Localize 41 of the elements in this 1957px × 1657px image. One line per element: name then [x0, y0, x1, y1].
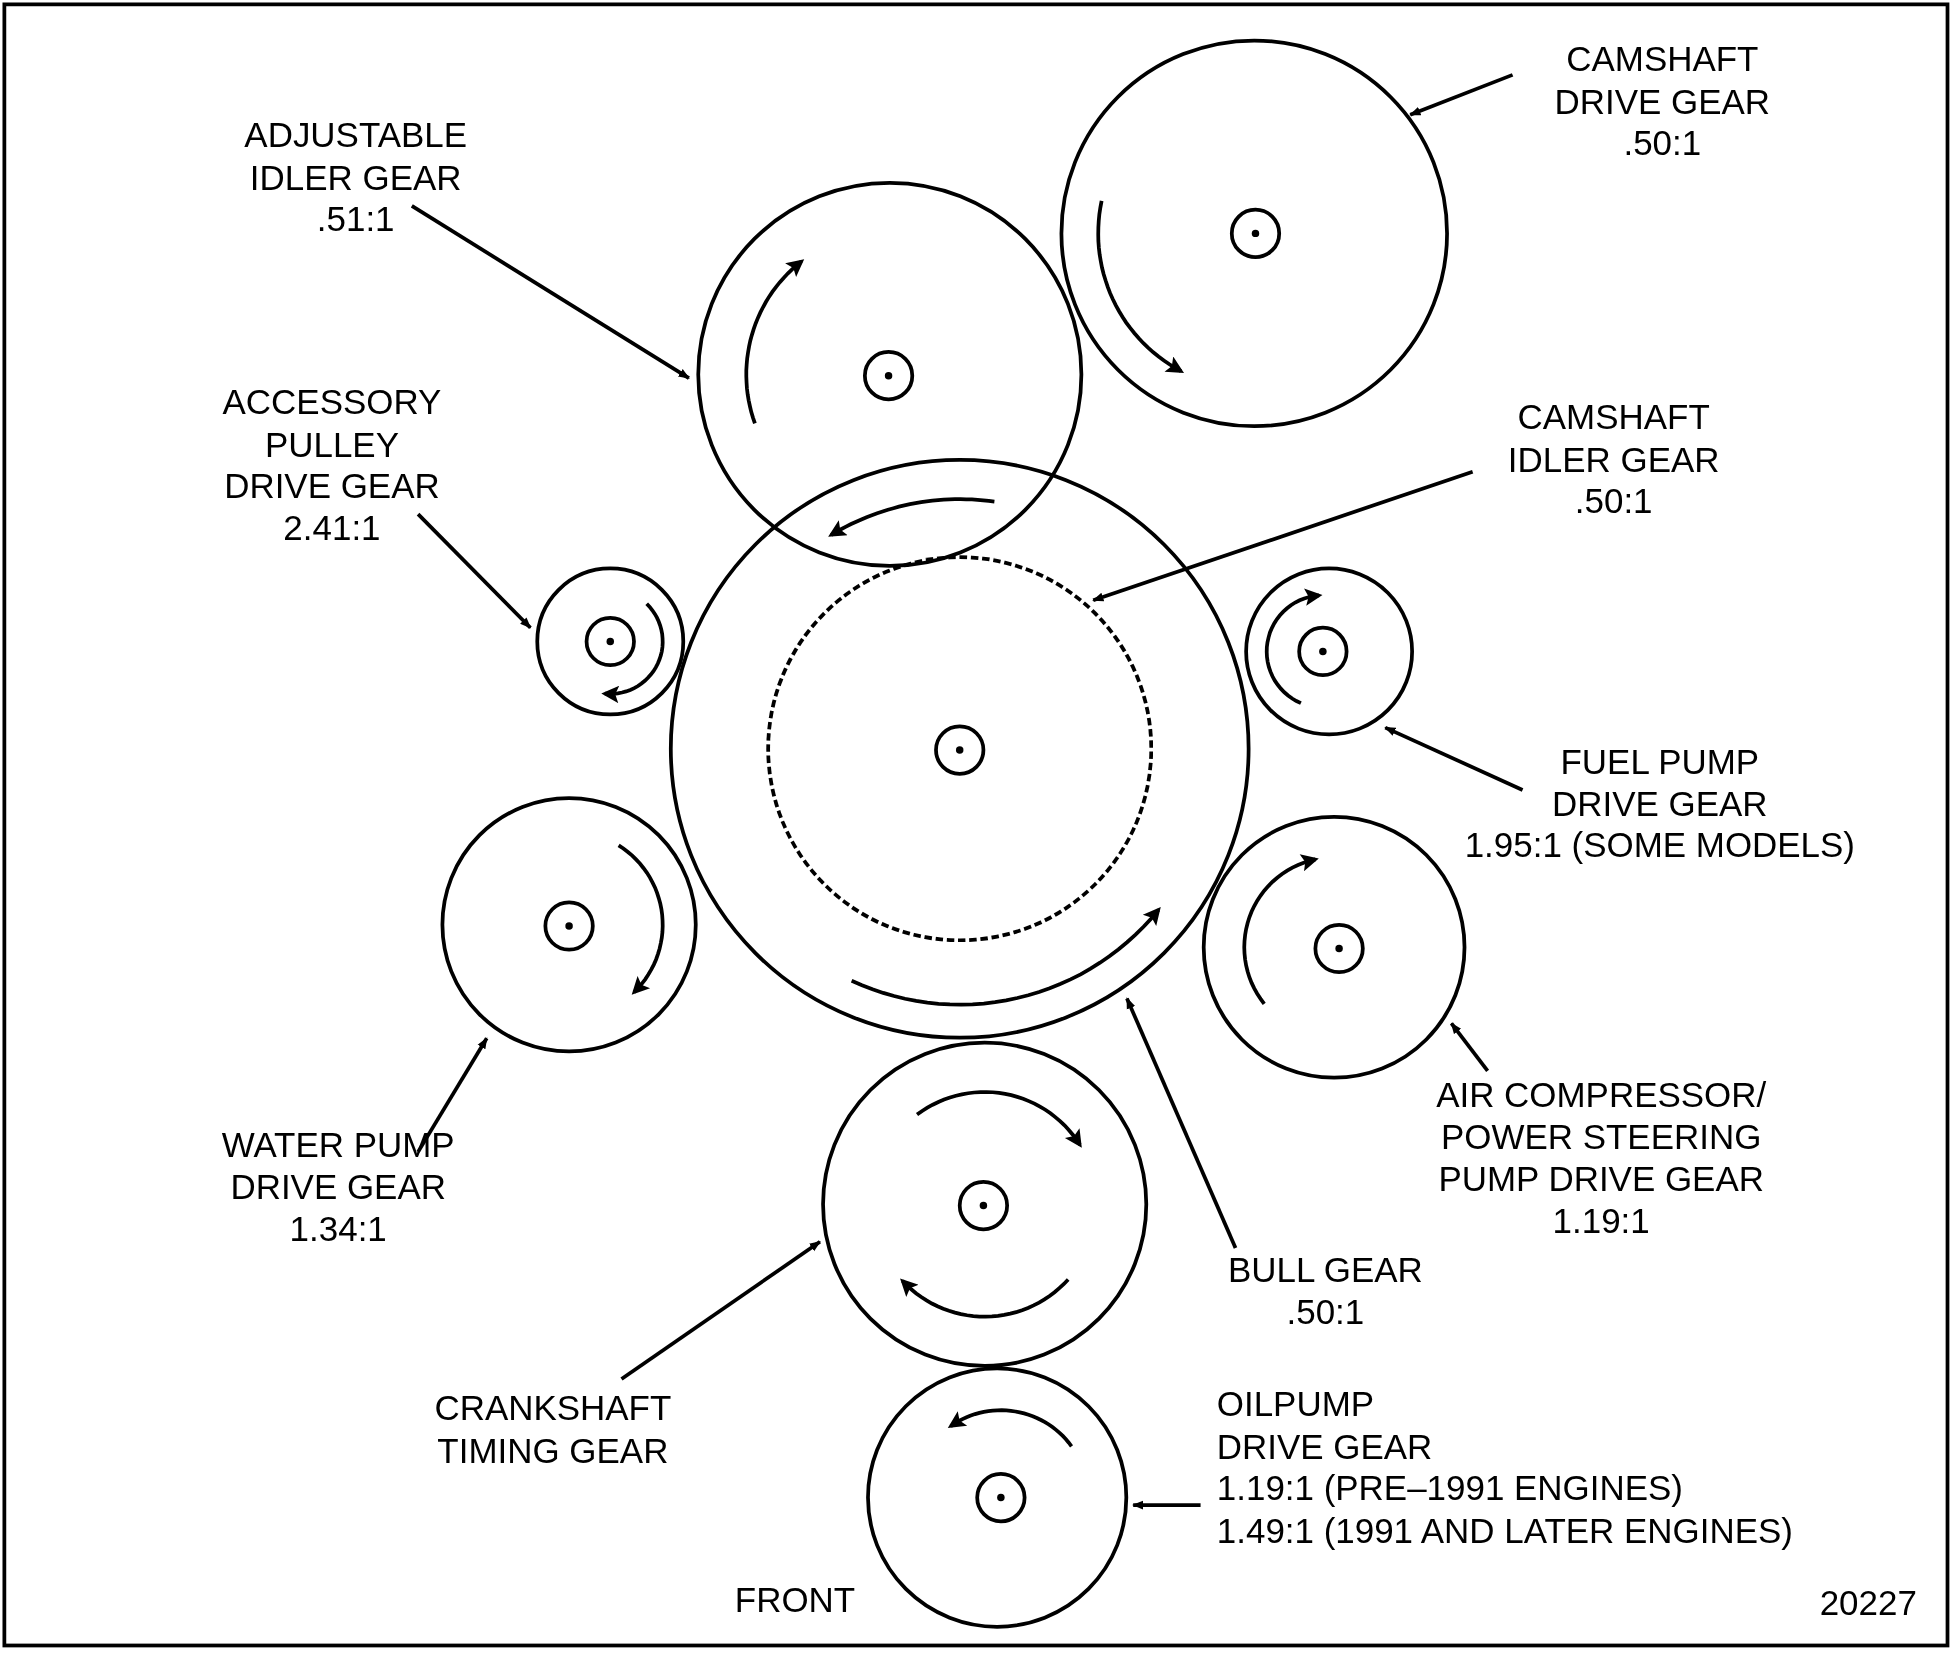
gear-label: 1.95:1 (SOME MODELS)	[1464, 825, 1855, 867]
hidden-gear	[766, 555, 1154, 943]
leader-line	[416, 512, 532, 630]
gear	[696, 180, 1084, 568]
leader-line	[620, 1240, 821, 1381]
gear	[866, 1366, 1129, 1629]
gear	[668, 458, 1251, 1040]
gear	[821, 1040, 1149, 1368]
gear-label: OILPUMP DRIVE GEAR	[1216, 1384, 1434, 1468]
gear-label: BULL GEAR	[1227, 1249, 1423, 1292]
gear-label: CAMSHAFT DRIVE GEAR	[1553, 38, 1772, 123]
gear-label: ADJUSTABLE IDLER GEAR	[243, 115, 468, 199]
gear-label: FUEL PUMP DRIVE GEAR	[1551, 741, 1769, 825]
gear-label: 1.19:1 (PRE–1991 ENGINES)	[1216, 1467, 1683, 1510]
leader-line	[1409, 73, 1514, 117]
gear-label: .50:1	[1286, 1291, 1365, 1333]
gear-label: AIR COMPRESSOR/ POWER STEERING PUMP DRIVE GEAR	[1435, 1074, 1768, 1200]
gear-label: CAMSHAFT IDLER GEAR	[1506, 397, 1721, 481]
leader-line	[1449, 1022, 1490, 1072]
gear-label: CRANKSHAFT TIMING GEAR	[433, 1388, 673, 1472]
gear-label: WATER PUMP DRIVE GEAR	[220, 1124, 456, 1209]
gear	[1244, 566, 1414, 737]
gear-label: .50:1	[1623, 122, 1702, 165]
gear-label: 1.34:1	[289, 1208, 387, 1250]
figure-number: 20227	[1818, 1582, 1918, 1625]
leader-line	[1125, 997, 1238, 1249]
gear-label: .51:1	[316, 198, 395, 241]
gear-label: 2.41:1	[283, 507, 381, 550]
gear-label: .50:1	[1574, 480, 1653, 523]
gear-label: 1.19:1	[1552, 1200, 1650, 1242]
leader-line	[1384, 725, 1524, 792]
gear-label: 1.49:1 (1991 AND LATER ENGINES)	[1216, 1509, 1793, 1552]
orientation-label: FRONT	[733, 1580, 857, 1622]
leader-line	[1092, 469, 1474, 603]
gear	[1059, 38, 1449, 429]
gear-label: ACCESSORY PULLEY DRIVE GEAR	[221, 382, 443, 508]
leader-line	[410, 204, 690, 380]
gear	[535, 566, 686, 717]
leader-line	[1132, 1500, 1201, 1510]
gear	[1201, 814, 1467, 1080]
gear	[440, 796, 698, 1054]
